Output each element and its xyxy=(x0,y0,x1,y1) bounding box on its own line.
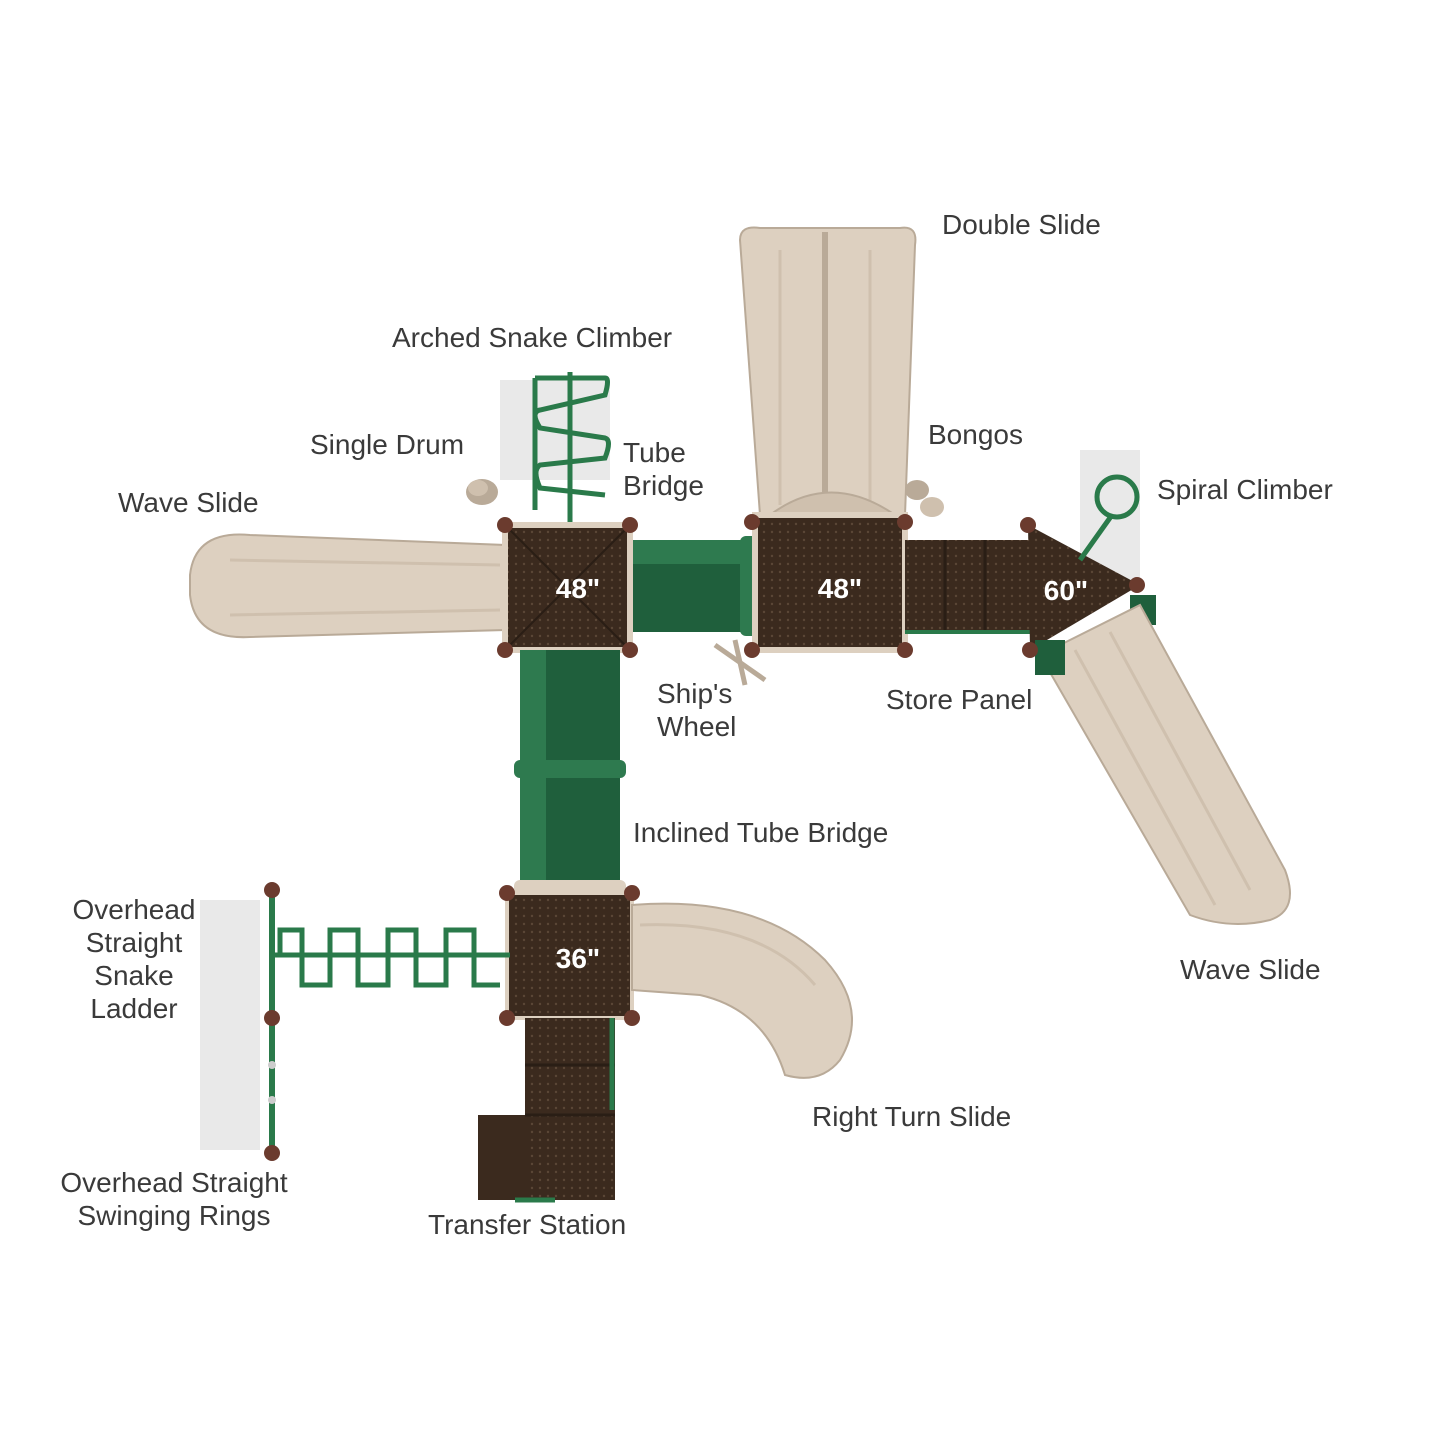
label-single-drum: Single Drum xyxy=(310,429,465,460)
deck-a-height: 48" xyxy=(556,573,600,604)
label-overhead-snake-ladder: Overhead Straight Snake Ladder xyxy=(72,894,196,1024)
wave-slide-right xyxy=(1035,603,1291,925)
label-right-turn-slide: Right Turn Slide xyxy=(812,1101,1012,1132)
label-tube-bridge: Tube Bridge xyxy=(623,437,704,501)
single-drum xyxy=(466,479,498,505)
store-panel-walk xyxy=(905,540,1030,634)
bongos xyxy=(905,480,944,517)
deck-c-height: 60" xyxy=(1044,575,1088,606)
wave-slide-left xyxy=(189,533,506,639)
label-overhead-rings: Overhead Straight Swinging Rings xyxy=(60,1167,288,1231)
label-wave-slide-left: Wave Slide xyxy=(118,487,259,518)
deck-b xyxy=(752,512,908,653)
transfer-station xyxy=(478,1018,615,1203)
spiral-climber xyxy=(1077,474,1140,562)
label-arched-snake-climber: Arched Snake Climber xyxy=(392,322,673,353)
right-turn-slide xyxy=(631,902,853,1079)
ships-wheel xyxy=(713,639,767,686)
deck-d-height: 36" xyxy=(556,943,600,974)
deck-b-height: 48" xyxy=(818,573,862,604)
label-wave-slide-right: Wave Slide xyxy=(1180,954,1321,985)
deck-a xyxy=(502,522,633,653)
label-double-slide: Double Slide xyxy=(942,209,1101,240)
label-transfer-station: Transfer Station xyxy=(428,1209,627,1240)
label-bongos: Bongos xyxy=(928,419,1023,450)
inclined-tube-bridge xyxy=(514,650,626,895)
arched-snake-climber xyxy=(532,372,611,525)
tube-bridge xyxy=(628,536,758,636)
label-ships-wheel: Ship's Wheel xyxy=(657,678,737,742)
label-spiral-climber: Spiral Climber xyxy=(1157,474,1333,505)
double-slide xyxy=(738,226,917,516)
overhead-snake-ladder xyxy=(272,927,510,988)
post-caps xyxy=(264,514,1145,1161)
label-inclined-tube-bridge: Inclined Tube Bridge xyxy=(633,817,889,848)
label-store-panel: Store Panel xyxy=(886,684,1033,715)
